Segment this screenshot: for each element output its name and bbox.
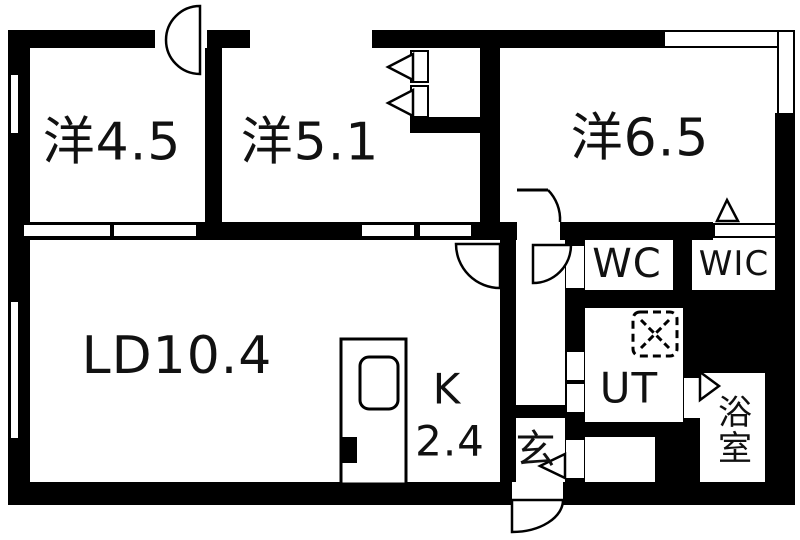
doorway-wc (566, 246, 584, 288)
door-swing-icon (517, 188, 562, 223)
wall-entrance-step (512, 405, 565, 418)
closet-door-panel (410, 50, 429, 83)
room-label-kitchen: K (432, 364, 462, 414)
doorway-storage (566, 440, 584, 478)
sink-icon (358, 355, 400, 411)
window-top-5_1 (250, 32, 372, 46)
wall-between-5_1-and-6_5 (480, 30, 500, 222)
room-label-western-5-1: 洋5.1 (240, 112, 380, 173)
sliding-door-panel (22, 223, 112, 238)
window-corner-top (663, 30, 795, 48)
wall-top-3 (372, 30, 663, 48)
closet-door-panel (410, 85, 429, 118)
sliding-door-panel (360, 223, 416, 238)
room-label-utility: UT (599, 363, 659, 413)
door-swing-icon (164, 4, 202, 76)
wall-wic-bath-block (692, 290, 775, 373)
window-west-ld (9, 300, 20, 440)
sliding-door-panel (112, 223, 198, 238)
wall-closet-bottom (410, 117, 483, 133)
washing-machine-icon (631, 310, 679, 358)
sliding-door-panel (418, 223, 473, 238)
doorway-bathroom (684, 378, 700, 418)
kitchen-counter (339, 337, 408, 486)
wall-bath-right (765, 373, 775, 482)
sliding-door-panel-wic (713, 223, 777, 238)
door-direction-arrow-icon (715, 197, 741, 223)
doorway-ut-slider-2 (567, 384, 584, 412)
room-label-entrance: 玄 (515, 427, 557, 473)
wall-right (775, 113, 795, 505)
wall-bottom (8, 482, 795, 505)
room-label-living-dining: LD10.4 (81, 326, 273, 386)
room-label-toilet: WC (592, 241, 662, 287)
window-corner-right (777, 30, 795, 115)
wall-wc-bottom (565, 290, 692, 308)
wall-between-4_5-and-5_1 (205, 48, 222, 222)
wall-ut-bottom (565, 422, 683, 437)
wall-hall-left (500, 240, 516, 482)
wall-top-1 (8, 30, 155, 48)
room-label-walk-in-closet: WIC (698, 244, 770, 284)
doorway-ut-slider-1 (567, 352, 584, 380)
wall-top-2 (207, 30, 250, 48)
room-label-bathroom: 浴室 (711, 394, 752, 466)
doorway-entrance (512, 482, 563, 500)
wall-storage-right-block (655, 437, 700, 482)
door-swing-icon (454, 242, 502, 290)
room-label-kitchen-size: 2.4 (415, 416, 485, 466)
window-west-4_5 (9, 73, 20, 135)
room-label-western-4-5: 洋4.5 (42, 112, 182, 173)
wall-mid-band-3 (777, 222, 795, 240)
wall-wc-wic (673, 240, 692, 290)
room-label-western-6-5: 洋6.5 (570, 108, 710, 169)
wall-mid-band-2 (560, 222, 713, 240)
